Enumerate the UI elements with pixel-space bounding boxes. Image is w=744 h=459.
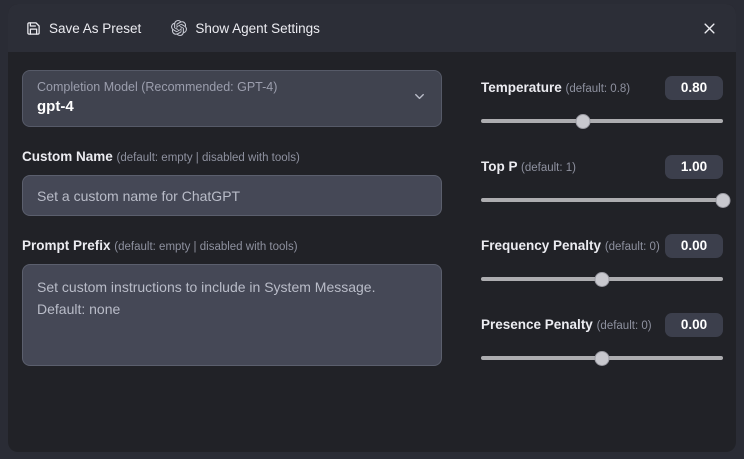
slider-temperature[interactable]	[481, 113, 723, 129]
slider-value-top-p[interactable]: 1.00	[665, 155, 723, 179]
panel-body: Completion Model (Recommended: GPT-4) gp…	[8, 52, 736, 452]
openai-logo-icon	[171, 20, 188, 36]
custom-name-label: Custom Name (default: empty | disabled w…	[22, 149, 442, 166]
slider-track-temperature	[481, 119, 723, 123]
slider-title-text-temperature: Temperature	[481, 79, 562, 95]
slider-value-presence-penalty[interactable]: 0.00	[665, 313, 723, 337]
completion-model-label: Completion Model (Recommended: GPT-4)	[37, 80, 278, 94]
show-agent-settings-label: Show Agent Settings	[195, 20, 320, 36]
slider-hint-top-p: (default: 1)	[521, 161, 576, 174]
slider-value-frequency-penalty[interactable]: 0.00	[665, 234, 723, 258]
custom-name-hint: (default: empty | disabled with tools)	[116, 152, 300, 164]
floppy-disk-icon	[26, 21, 41, 36]
slider-frequency-penalty[interactable]	[481, 271, 723, 287]
prompt-prefix-textarea[interactable]	[22, 264, 442, 366]
slider-thumb-frequency-penalty[interactable]	[594, 271, 610, 287]
save-as-preset-button[interactable]: Save As Preset	[22, 17, 145, 40]
slider-group-presence-penalty: Presence Penalty (default: 0) 0.00	[481, 313, 723, 366]
prompt-prefix-label-text: Prompt Prefix	[22, 238, 111, 253]
slider-thumb-temperature[interactable]	[575, 113, 591, 129]
prompt-prefix-hint: (default: empty | disabled with tools)	[114, 241, 298, 253]
slider-top-p[interactable]	[481, 192, 731, 208]
slider-head-presence-penalty: Presence Penalty (default: 0) 0.00	[481, 313, 723, 337]
completion-model-value: gpt-4	[37, 98, 74, 115]
completion-model-select[interactable]: Completion Model (Recommended: GPT-4) gp…	[22, 70, 442, 127]
prompt-prefix-field: Prompt Prefix (default: empty | disabled…	[22, 238, 442, 371]
slider-hint-presence-penalty: (default: 0)	[596, 319, 652, 332]
slider-title-frequency-penalty: Frequency Penalty (default: 0)	[481, 238, 660, 255]
slider-head-frequency-penalty: Frequency Penalty (default: 0) 0.00	[481, 234, 723, 258]
custom-name-label-text: Custom Name	[22, 149, 113, 164]
slider-thumb-top-p[interactable]	[715, 192, 731, 208]
left-column: Completion Model (Recommended: GPT-4) gp…	[22, 70, 442, 452]
slider-thumb-presence-penalty[interactable]	[594, 350, 610, 366]
slider-title-text-top-p: Top P	[481, 158, 518, 174]
slider-title-temperature: Temperature (default: 0.8)	[481, 80, 630, 97]
slider-hint-temperature: (default: 0.8)	[565, 82, 631, 95]
close-icon[interactable]	[696, 15, 722, 41]
slider-presence-penalty[interactable]	[481, 350, 723, 366]
custom-name-field: Custom Name (default: empty | disabled w…	[22, 149, 442, 216]
slider-title-top-p: Top P (default: 1)	[481, 159, 576, 176]
show-agent-settings-button[interactable]: Show Agent Settings	[167, 16, 324, 40]
slider-title-presence-penalty: Presence Penalty (default: 0)	[481, 317, 652, 334]
slider-hint-frequency-penalty: (default: 0)	[604, 240, 660, 253]
slider-head-top-p: Top P (default: 1) 1.00	[481, 155, 723, 179]
prompt-prefix-label: Prompt Prefix (default: empty | disabled…	[22, 238, 442, 255]
agent-settings-panel: Save As Preset Show Agent Settings Compl…	[8, 4, 736, 452]
custom-name-input[interactable]	[22, 175, 442, 216]
slider-title-text-presence-penalty: Presence Penalty	[481, 316, 593, 332]
slider-track-top-p	[481, 198, 723, 202]
slider-group-top-p: Top P (default: 1) 1.00	[481, 155, 731, 208]
save-as-preset-label: Save As Preset	[49, 20, 142, 36]
slider-group-temperature: Temperature (default: 0.8) 0.80	[481, 76, 723, 129]
slider-title-text-frequency-penalty: Frequency Penalty	[481, 237, 602, 253]
slider-head-temperature: Temperature (default: 0.8) 0.80	[481, 76, 723, 100]
slider-group-frequency-penalty: Frequency Penalty (default: 0) 0.00	[481, 234, 723, 287]
slider-value-temperature[interactable]: 0.80	[665, 76, 723, 100]
panel-header: Save As Preset Show Agent Settings	[8, 4, 736, 52]
